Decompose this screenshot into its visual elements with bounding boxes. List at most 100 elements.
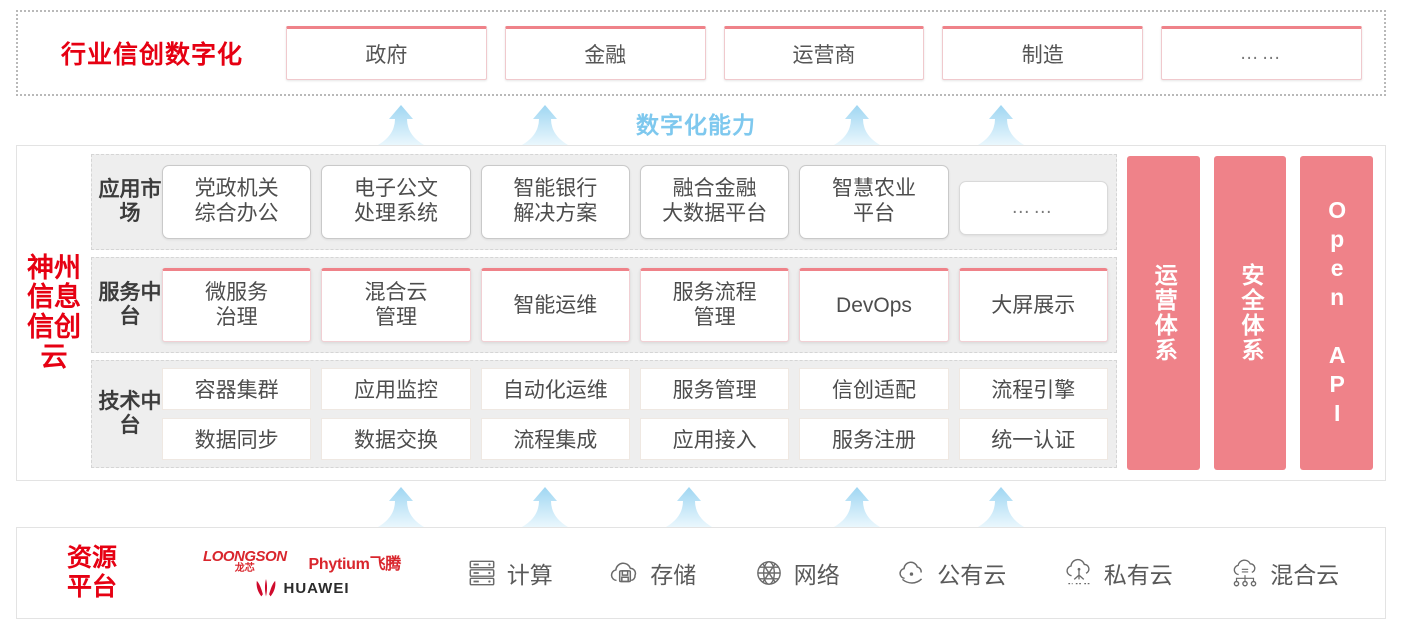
public-cloud-icon	[895, 556, 929, 590]
resource-item-network[interactable]: 网络	[752, 556, 840, 590]
app-card-government-office[interactable]: 党政机关 综合办公	[162, 165, 312, 239]
loongson-logo-en: LOONGSON	[203, 548, 287, 565]
tech-card-unified-auth[interactable]: 统一认证	[958, 418, 1108, 460]
hybrid-cloud-icon	[1228, 556, 1262, 590]
app-card-line1: 融合金融	[672, 177, 757, 201]
app-card-line1: 智能银行	[513, 177, 598, 201]
app-card-line2: 平台	[852, 202, 895, 225]
app-card-line2: 大数据平台	[662, 202, 768, 225]
tech-card-app-access[interactable]: 应用接入	[639, 418, 790, 460]
resource-item-label: 网络	[793, 562, 840, 588]
layer-label-technical-platform: 技术中台	[98, 390, 162, 437]
pillar-operations-system[interactable]: 运营体系	[1127, 156, 1200, 470]
cloud-panel-title-text: 神州信息信创云	[27, 252, 81, 372]
resource-item-private-cloud[interactable]: 私有云	[1062, 556, 1173, 590]
svc-card-microservice-governance[interactable]: 微服务 治理	[162, 268, 312, 342]
tech-card-service-management[interactable]: 服务管理	[639, 368, 790, 410]
resource-item-list: 计算 存储 网络	[437, 556, 1385, 590]
svc-card-line1: 混合云	[364, 281, 428, 305]
digital-capability-gap: 数字化能力	[0, 101, 1402, 145]
app-card-line1: 智慧农业	[831, 177, 916, 201]
up-arrow-icon	[834, 487, 880, 527]
app-card-finance-bigdata[interactable]: 融合金融 大数据平台	[639, 165, 790, 239]
huawei-logo: HUAWEI	[255, 579, 350, 597]
loongson-logo-cn: 龙芯	[234, 563, 255, 574]
up-arrow-icon	[378, 487, 424, 527]
tech-card-service-registry[interactable]: 服务注册	[799, 418, 949, 460]
server-rack-icon	[465, 556, 499, 590]
tech-card-automated-ops[interactable]: 自动化运维	[480, 368, 630, 410]
app-card-smart-agriculture[interactable]: 智慧农业 平台	[799, 165, 949, 239]
up-arrow-icon	[522, 105, 568, 145]
svc-card-line1: DevOps	[836, 293, 912, 317]
svc-card-intelligent-ops[interactable]: 智能运维	[480, 268, 630, 342]
technical-platform-row: 容器集群 应用监控 自动化运维 服务管理 信创适配 流程引擎	[162, 368, 1108, 410]
tech-card-process-integration[interactable]: 流程集成	[480, 418, 630, 460]
svc-card-line2: 管理	[374, 306, 417, 329]
svc-card-hybrid-cloud-management[interactable]: 混合云 管理	[321, 268, 471, 342]
cloud-side-pillars: 运营体系 安全体系 Open API	[1117, 146, 1385, 480]
resource-platform-panel: 资源 平台 LOONGSON 龙芯 Phytium飞腾	[16, 527, 1386, 619]
layer-row-service-platform: 服务中台 微服务 治理 混合云 管理 智能运维	[91, 257, 1117, 353]
svc-card-line1: 大屏展示	[991, 293, 1076, 317]
resource-item-storage[interactable]: 存储	[608, 556, 696, 590]
svc-card-line1: 智能运维	[513, 293, 598, 317]
svc-card-line2: 治理	[215, 306, 258, 329]
up-arrow-icon	[978, 105, 1024, 145]
tech-card-app-monitoring[interactable]: 应用监控	[321, 368, 471, 410]
app-card-line1: 电子公文	[353, 177, 438, 201]
svc-card-devops[interactable]: DevOps	[799, 268, 949, 342]
pillar-security-system[interactable]: 安全体系	[1213, 156, 1287, 470]
tech-card-xinchuang-adaptation[interactable]: 信创适配	[799, 368, 949, 410]
cloud-layer-rows: 应用市场 党政机关 综合办公 电子公文 处理系统 智能银行	[91, 146, 1117, 480]
app-card-more[interactable]: ……	[958, 181, 1108, 235]
tech-card-data-sync[interactable]: 数据同步	[162, 418, 312, 460]
vendor-logo-group: LOONGSON 龙芯 Phytium飞腾 HUAWEI	[167, 549, 437, 597]
cloud-panel-title: 神州信息信创云	[17, 146, 91, 480]
svc-card-line1: 服务流程	[672, 281, 757, 305]
industry-card-operator[interactable]: 运营商	[723, 26, 925, 80]
up-arrow-icon	[834, 105, 880, 145]
svc-card-line1: 微服务	[205, 281, 269, 305]
vendor-logo-row-top: LOONGSON 龙芯 Phytium飞腾	[203, 549, 401, 574]
pillar-operations-label: 运营体系	[1151, 263, 1178, 363]
up-arrow-icon	[978, 487, 1024, 527]
tech-card-container-cluster[interactable]: 容器集群	[162, 368, 312, 410]
svc-card-big-screen-display[interactable]: 大屏展示	[958, 268, 1108, 342]
industry-card-more[interactable]: ……	[1161, 26, 1362, 80]
layer-row-application-market: 应用市场 党政机关 综合办公 电子公文 处理系统 智能银行	[91, 154, 1117, 250]
resource-item-hybrid-cloud[interactable]: 混合云	[1228, 556, 1339, 590]
up-arrow-icon	[666, 487, 712, 527]
app-card-smart-banking[interactable]: 智能银行 解决方案	[480, 165, 630, 239]
app-card-line2: 处理系统	[353, 202, 438, 225]
svc-card-service-process-management[interactable]: 服务流程 管理	[639, 268, 790, 342]
resource-title-line1: 资源	[66, 544, 117, 573]
industry-digitalization-band: 行业信创数字化 政府 金融 运营商 制造 ……	[16, 10, 1386, 96]
app-card-line2: 解决方案	[513, 202, 598, 225]
app-card-edoc-system[interactable]: 电子公文 处理系统	[321, 165, 471, 239]
app-card-line2: 综合办公	[194, 202, 279, 225]
industry-card-finance[interactable]: 金融	[504, 26, 706, 80]
cloud-storage-icon	[608, 556, 642, 590]
layer-label-service-platform: 服务中台	[98, 281, 162, 328]
private-cloud-icon	[1062, 556, 1096, 590]
resource-item-label: 存储	[650, 562, 697, 588]
resource-title-line2: 平台	[66, 573, 117, 601]
resource-item-public-cloud[interactable]: 公有云	[895, 556, 1006, 590]
shenzhou-cloud-panel: 神州信息信创云 应用市场 党政机关 综合办公 电子公文 处理系统	[16, 145, 1386, 481]
up-arrow-icon	[522, 487, 568, 527]
vendor-logo-row-bottom: HUAWEI	[255, 579, 350, 597]
resource-item-label: 计算	[506, 562, 553, 588]
resource-item-compute[interactable]: 计算	[465, 556, 553, 590]
industry-band-title: 行业信创数字化	[60, 41, 243, 69]
tech-card-process-engine[interactable]: 流程引擎	[958, 368, 1108, 410]
technical-platform-row: 数据同步 数据交换 流程集成 应用接入 服务注册 统一认证	[162, 418, 1108, 460]
tech-card-data-exchange[interactable]: 数据交换	[321, 418, 471, 460]
resource-platform-title: 资源 平台	[17, 544, 167, 602]
application-market-cards: 党政机关 综合办公 电子公文 处理系统 智能银行 解决方案	[162, 165, 1108, 239]
industry-card-manufacturing[interactable]: 制造	[942, 26, 1144, 80]
technical-platform-grid: 容器集群 应用监控 自动化运维 服务管理 信创适配 流程引擎 数据同步 数据交换…	[162, 368, 1108, 460]
industry-card-government[interactable]: 政府	[286, 26, 487, 80]
pillar-open-api[interactable]: Open API	[1300, 156, 1374, 470]
phytium-logo: Phytium飞腾	[308, 555, 402, 573]
